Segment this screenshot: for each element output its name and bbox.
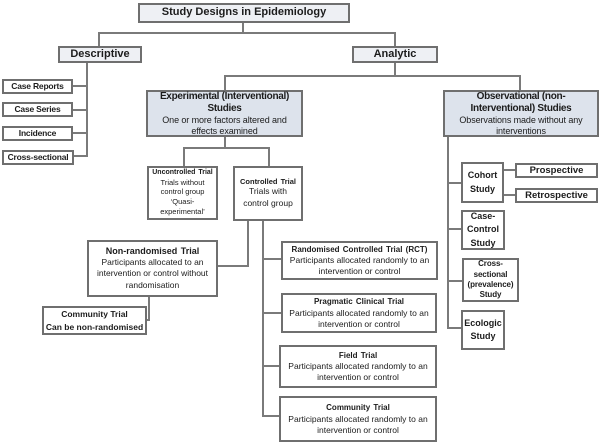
community-trial-right-title: Community Trial (326, 403, 390, 413)
rct-title: Randomised Controlled Trial (RCT) (291, 244, 428, 254)
node-analytic: Analytic (352, 46, 438, 63)
connector-to-field (262, 365, 280, 367)
connector-incidence (73, 132, 88, 134)
connector-to-uncontrolled (183, 147, 185, 167)
node-descriptive: Descriptive (58, 46, 142, 63)
connector-analytic-split (224, 75, 521, 77)
analytic-label: Analytic (373, 47, 417, 60)
case-series-label: Case Series (14, 104, 61, 115)
connector-to-observational (519, 75, 521, 91)
non-randomised-trial-title: Non-randomised Trial (105, 245, 200, 256)
connector-to-controlled (268, 147, 270, 167)
connector-cohort-to-prospective (503, 169, 516, 171)
node-community-trial-left: Community Trial Can be non-randomised (42, 306, 147, 335)
connector-case-series (73, 109, 88, 111)
connector-observational-trunk (447, 137, 449, 329)
connector-to-rct (262, 258, 282, 260)
connector-to-ecologic (447, 327, 462, 329)
connector-controlled-to-nonrandomised-v (247, 221, 249, 267)
node-case-control-study: Case-Control Study (461, 210, 505, 250)
connector-analytic-down (394, 62, 396, 77)
node-prospective: Prospective (515, 163, 598, 178)
node-uncontrolled-trial: Uncontrolled Trial Trials without contro… (147, 166, 218, 220)
case-reports-label: Case Reports (11, 81, 64, 92)
node-pragmatic-clinical-trial: Pragmatic Clinical Trial Participants al… (281, 293, 437, 333)
case-control-study-label: Case-Control Study (467, 211, 499, 248)
controlled-trial-title: Controlled Trial (239, 177, 296, 187)
cohort-study-label: Cohort Study (467, 170, 498, 194)
node-retrospective: Retrospective (515, 188, 598, 203)
uncontrolled-trial-title: Uncontrolled Trial (152, 169, 213, 177)
node-case-reports: Case Reports (2, 79, 73, 94)
community-trial-left-title: Community Trial (61, 308, 128, 319)
node-observational-studies: Observational (non-Interventional) Studi… (443, 90, 599, 137)
observational-subtitle: Observations made without any interventi… (459, 115, 583, 136)
community-trial-right-body: Participants allocated randomly to an in… (288, 413, 428, 435)
field-trial-body: Participants allocated randomly to an in… (288, 361, 428, 383)
uncontrolled-trial-body: Trials without control group ‘Quasi-expe… (160, 177, 205, 216)
connector-to-case-control (447, 228, 462, 230)
node-ecologic-study: Ecologic Study (461, 310, 505, 350)
connector-to-experimental (224, 75, 226, 91)
rct-body: Participants allocated randomly to an in… (289, 255, 430, 277)
cross-sectional-label: Cross-sectional (7, 152, 69, 163)
node-cross-sectional: Cross-sectional (2, 150, 74, 165)
connector-root-down (242, 23, 244, 33)
connector-to-cross-sectional-prevalence (447, 280, 463, 282)
study-designs-label: Study Designs in Epidemiology (161, 6, 327, 19)
connector-nonrandomised-to-community-h (145, 319, 150, 321)
node-cohort-study: Cohort Study (461, 162, 504, 203)
connector-to-community-right (262, 415, 280, 417)
experimental-subtitle: One or more factors altered and effects … (162, 115, 287, 136)
node-controlled-trial: Controlled Trial Trials with control gro… (233, 166, 303, 221)
incidence-label: Incidence (18, 128, 57, 139)
node-incidence: Incidence (2, 126, 73, 141)
node-community-trial-right: Community Trial Participants allocated r… (279, 396, 437, 442)
node-cross-sectional-prevalence-study: Cross-sectional (prevalence) Study (462, 258, 519, 302)
node-case-series: Case Series (2, 102, 73, 117)
controlled-trial-body: Trials with control group (243, 186, 293, 208)
node-rct: Randomised Controlled Trial (RCT) Partic… (281, 241, 438, 280)
connector-to-analytic (394, 32, 396, 47)
node-study-designs: Study Designs in Epidemiology (138, 3, 350, 23)
connector-cross-sectional (73, 155, 88, 157)
connector-root-split (98, 32, 396, 34)
prospective-label: Prospective (529, 164, 584, 176)
connector-experimental-down (224, 137, 226, 149)
pragmatic-body: Participants allocated randomly to an in… (289, 307, 429, 329)
experimental-title: Experimental (Interventional) Studies (159, 91, 290, 115)
community-trial-left-body: Can be non-randomised (45, 321, 144, 332)
field-trial-title: Field Trial (338, 350, 378, 360)
cross-sectional-prevalence-label: Cross-sectional (prevalence) Study (467, 259, 514, 300)
connector-to-cohort (447, 182, 462, 184)
non-randomised-trial-body: Participants allocated to an interventio… (96, 256, 209, 290)
node-field-trial: Field Trial Participants allocated rando… (279, 345, 437, 388)
connector-to-pragmatic (262, 312, 282, 314)
connector-experimental-split (183, 147, 270, 149)
observational-title: Observational (non-Interventional) Studi… (470, 91, 572, 115)
connector-to-descriptive (98, 32, 100, 47)
node-non-randomised-trial: Non-randomised Trial Participants alloca… (87, 240, 218, 297)
pragmatic-title: Pragmatic Clinical Trial (313, 297, 405, 307)
retrospective-label: Retrospective (525, 189, 588, 201)
connector-controlled-trunk (262, 221, 264, 417)
connector-nonrandomised-to-community-v (148, 297, 150, 321)
connector-cohort-to-retrospective (503, 194, 516, 196)
connector-controlled-to-nonrandomised-h (218, 265, 249, 267)
ecologic-study-label: Ecologic Study (464, 317, 502, 341)
descriptive-label: Descriptive (70, 47, 130, 60)
connector-case-reports (73, 85, 88, 87)
node-experimental-studies: Experimental (Interventional) Studies On… (146, 90, 303, 137)
